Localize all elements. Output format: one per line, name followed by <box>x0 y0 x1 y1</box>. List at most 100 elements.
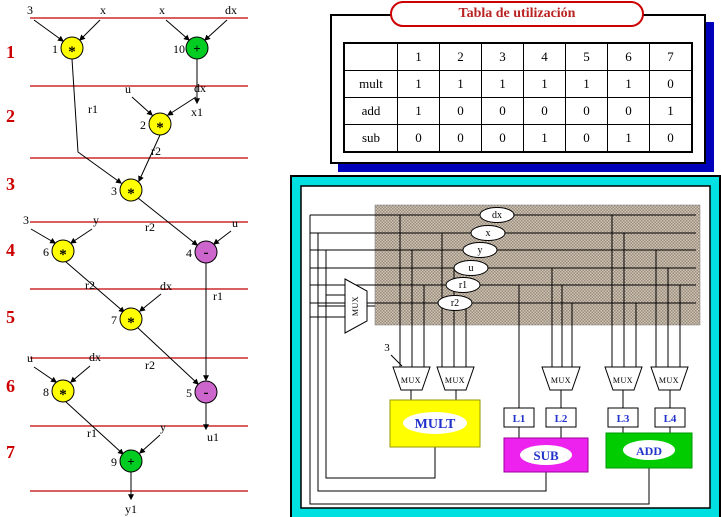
node-1 <box>60 36 84 60</box>
step-label-5: 5 <box>6 307 15 327</box>
cell: 0 <box>397 124 440 153</box>
bus-oval-y <box>462 242 498 258</box>
mux-label: MUX <box>401 376 421 385</box>
op-node-1: * <box>68 44 76 60</box>
cell: 0 <box>649 124 693 153</box>
register-L4-label: L4 <box>664 413 677 425</box>
mux-5-shape <box>650 366 689 391</box>
register-L2 <box>545 407 577 428</box>
cell: 0 <box>565 97 608 125</box>
cell: 0 <box>481 97 524 125</box>
edge-label-r1b: r1 <box>213 289 223 303</box>
edge-label-r2d: r2 <box>145 358 155 372</box>
col-header: 1 <box>397 42 440 71</box>
mux-2-shape <box>436 366 475 391</box>
mux-label: MUX <box>613 376 633 385</box>
node-2 <box>148 112 172 136</box>
mult-oval <box>403 412 467 434</box>
utilization-table: 1 2 3 4 5 6 7 mult 1 1 1 1 1 1 0 add 1 <box>343 42 693 153</box>
cell: 1 <box>481 70 524 98</box>
op-node-3: * <box>127 186 135 202</box>
register-L2-label: L2 <box>555 413 568 425</box>
op-node-9: + <box>127 454 134 469</box>
sub-oval <box>520 445 572 465</box>
op-node-7: * <box>127 315 135 331</box>
dfg-variable-labels: 3 x x dx x1 u dx r1 r2 r2 u 3 y r2 r1 dx… <box>23 3 238 516</box>
table-row-mult: mult 1 1 1 1 1 1 0 <box>343 70 693 98</box>
table-row-sub: sub 0 0 0 1 0 1 0 <box>343 124 693 153</box>
id-node-2: 2 <box>140 118 146 132</box>
id-node-5: 5 <box>186 386 192 400</box>
cell: 1 <box>607 124 650 153</box>
bus-oval-u <box>453 260 489 276</box>
var-label-dx4: dx <box>89 350 101 364</box>
cell: 0 <box>565 124 608 153</box>
functional-units: MULT SUB ADD <box>389 399 693 473</box>
var-label-dx2: dx <box>194 81 206 95</box>
dfg-node-ids: 1 10 2 3 6 4 7 8 5 9 <box>43 42 192 469</box>
dfg-nodes <box>51 36 218 473</box>
mux-label: MUX <box>445 376 465 385</box>
op-node-6: * <box>59 247 67 263</box>
var-label-x2a: x <box>159 3 165 17</box>
id-node-8: 8 <box>43 385 49 399</box>
op-node-10: + <box>193 41 200 56</box>
id-node-9: 9 <box>111 455 117 469</box>
sub-label: SUB <box>533 448 559 463</box>
edge-label-r2c: r2 <box>85 278 95 292</box>
bus-label-dx: dx <box>492 210 502 221</box>
mux-label: MUX <box>551 376 571 385</box>
bus-label-r2: r2 <box>451 298 459 309</box>
cell: 1 <box>439 70 482 98</box>
register-L1 <box>503 407 535 428</box>
cell: 1 <box>397 97 440 125</box>
step-label-4: 4 <box>6 240 15 260</box>
var-label-x1a: x <box>100 3 106 17</box>
id-node-6: 6 <box>43 245 49 259</box>
step-label-2: 2 <box>6 106 15 126</box>
bus-oval-r1 <box>445 277 481 293</box>
register-L1-label: L1 <box>513 413 526 425</box>
cell: 0 <box>523 97 566 125</box>
var-label-x1out: x1 <box>191 105 203 119</box>
dfg-edges <box>30 19 232 501</box>
op-node-8: * <box>59 387 67 403</box>
col-header: 3 <box>481 42 524 71</box>
var-label-dx1: dx <box>225 3 237 17</box>
col-header: 6 <box>607 42 650 71</box>
cell: 0 <box>439 124 482 153</box>
edge-label-r2b: r2 <box>145 220 155 234</box>
cell: 0 <box>649 70 693 98</box>
step-label-7: 7 <box>6 442 15 462</box>
op-node-4: - <box>204 245 209 261</box>
cell: 1 <box>565 70 608 98</box>
id-node-7: 7 <box>111 313 117 327</box>
row-label: add <box>343 97 398 125</box>
dfg-node-ops: * + * * * - * * - + <box>59 41 208 469</box>
step-label-3: 3 <box>6 174 15 194</box>
bus-area <box>374 204 701 326</box>
writeback-mux-shape <box>344 278 368 334</box>
register-L3-label: L3 <box>617 413 630 425</box>
table-row-add: add 1 0 0 0 0 0 1 <box>343 97 693 125</box>
node-5 <box>194 380 218 404</box>
step-label-6: 6 <box>6 376 15 396</box>
id-node-3: 3 <box>111 184 117 198</box>
cell: 1 <box>523 124 566 153</box>
var-label-3a: 3 <box>27 3 33 17</box>
bus-labels: dx x y u r1 r2 <box>437 207 515 311</box>
cell: 0 <box>607 97 650 125</box>
mux-4-shape <box>604 366 643 391</box>
col-header: 2 <box>439 42 482 71</box>
time-step-numbers: 1 2 3 4 5 6 7 <box>6 42 15 462</box>
register-L3 <box>607 407 639 428</box>
mux-1-shape <box>392 366 431 391</box>
var-label-y1out: y1 <box>125 502 137 516</box>
node-6 <box>51 239 75 263</box>
edge-label-r1c: r1 <box>87 426 97 440</box>
writeback-mux: MUX <box>344 278 368 334</box>
edge-label-r2a: r2 <box>151 144 161 158</box>
cell: 0 <box>481 124 524 153</box>
bus-oval-dx <box>479 207 515 223</box>
